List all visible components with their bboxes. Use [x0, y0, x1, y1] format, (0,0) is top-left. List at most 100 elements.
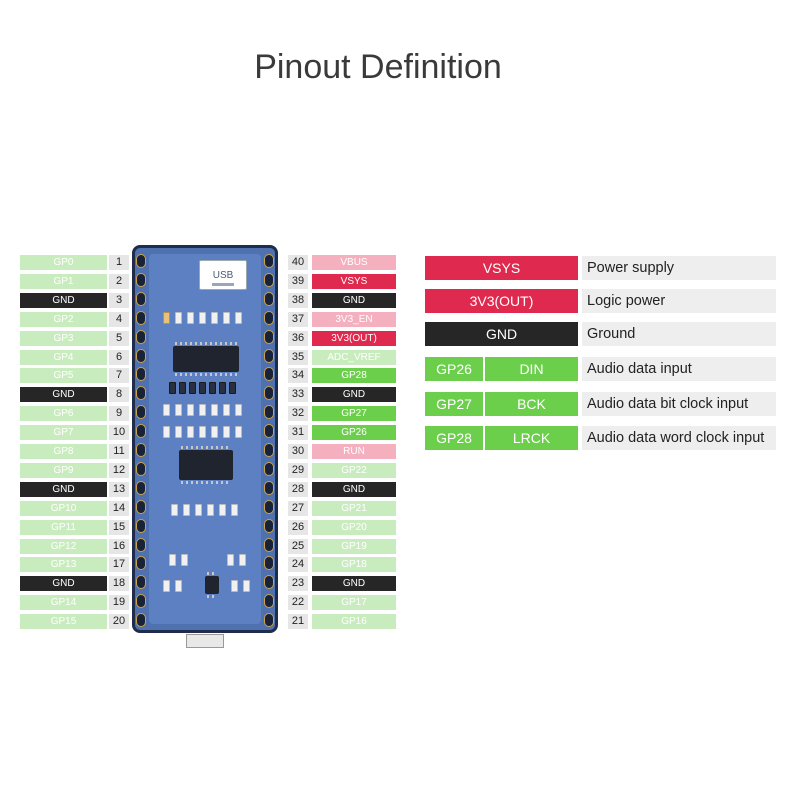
- pin-label-gp19: GP19: [312, 538, 396, 554]
- pin-label-gp18: GP18: [312, 557, 396, 573]
- header-hole: [136, 405, 146, 420]
- header-hole: [136, 386, 146, 401]
- header-hole: [136, 329, 146, 344]
- legend-gpio: GP28: [425, 426, 483, 450]
- audio-jack: [186, 634, 224, 648]
- legend-signal-name: DIN: [485, 357, 578, 381]
- pin-label-gp8: GP8: [20, 444, 107, 459]
- pin-number: 35: [288, 349, 308, 365]
- pin-label-gnd: GND: [312, 387, 396, 403]
- header-hole: [136, 613, 146, 628]
- pin-number: 20: [109, 614, 129, 630]
- header-hole: [264, 575, 274, 590]
- header-hole: [264, 499, 274, 514]
- pin-label-gp16: GP16: [312, 614, 396, 630]
- header-hole: [136, 480, 146, 495]
- smd-component: [175, 580, 182, 592]
- pin-label-run: RUN: [312, 444, 396, 459]
- legend-description: Power supply: [582, 256, 776, 280]
- smd-component: [189, 382, 196, 394]
- smd-component: [199, 312, 206, 324]
- smd-component: [235, 426, 242, 438]
- pin-number: 31: [288, 425, 308, 441]
- pin-number: 16: [109, 538, 129, 554]
- pin-number: 33: [288, 387, 308, 403]
- pin-label-gp10: GP10: [20, 500, 107, 516]
- pin-number: 1: [109, 255, 129, 270]
- header-hole: [136, 291, 146, 306]
- legend-signal-name: 3V3(OUT): [425, 289, 578, 313]
- pin-number: 38: [288, 292, 308, 308]
- pin-number: 3: [109, 292, 129, 308]
- pin-label-gp3: GP3: [20, 330, 107, 346]
- smd-component: [179, 382, 186, 394]
- pin-label-gp1: GP1: [20, 273, 107, 289]
- pin-number: 2: [109, 273, 129, 289]
- pin-number: 15: [109, 519, 129, 535]
- legend-description: Audio data word clock input: [582, 426, 776, 450]
- page-title: Pinout Definition: [254, 48, 502, 86]
- pin-label-gnd: GND: [20, 576, 107, 592]
- pin-label-gnd: GND: [20, 481, 107, 497]
- header-hole: [136, 575, 146, 590]
- smd-component: [199, 382, 206, 394]
- pin-number: 18: [109, 576, 129, 592]
- pin-label-gp20: GP20: [312, 519, 396, 535]
- pin-number: 40: [288, 255, 308, 270]
- legend-gpio: GP26: [425, 357, 483, 381]
- smd-component: [211, 404, 218, 416]
- smd-component: [195, 504, 202, 516]
- smd-component: [199, 404, 206, 416]
- header-hole: [136, 310, 146, 325]
- pin-number: 21: [288, 614, 308, 630]
- header-hole: [136, 348, 146, 363]
- legend-description: Audio data input: [582, 357, 776, 381]
- pin-label-gp11: GP11: [20, 519, 107, 535]
- smd-component: [211, 312, 218, 324]
- header-hole: [264, 272, 274, 287]
- board-pcb: USB: [149, 254, 261, 624]
- header-hole: [264, 329, 274, 344]
- pin-label-gp15: GP15: [20, 614, 107, 630]
- header-hole: [264, 424, 274, 439]
- pin-label-gp9: GP9: [20, 462, 107, 478]
- smd-component: [175, 404, 182, 416]
- header-hole: [264, 480, 274, 495]
- pin-label-gp14: GP14: [20, 595, 107, 611]
- smd-component: [187, 312, 194, 324]
- smd-component: [219, 504, 226, 516]
- legend-signal-name: BCK: [485, 392, 578, 416]
- header-hole: [264, 386, 274, 401]
- pin-number: 26: [288, 519, 308, 535]
- pin-number: 14: [109, 500, 129, 516]
- header-hole: [136, 518, 146, 533]
- pin-number: 8: [109, 387, 129, 403]
- pin-number: 7: [109, 368, 129, 384]
- pin-label-gp21: GP21: [312, 500, 396, 516]
- pin-label-gp4: GP4: [20, 349, 107, 365]
- smd-component: [223, 404, 230, 416]
- smd-component: [235, 312, 242, 324]
- header-hole: [264, 556, 274, 571]
- header-hole: [264, 348, 274, 363]
- pin-label-gp6: GP6: [20, 406, 107, 422]
- smd-component: [235, 404, 242, 416]
- smd-component: [211, 426, 218, 438]
- chip-small: [205, 572, 219, 598]
- header-hole: [136, 367, 146, 382]
- smd-component: [163, 580, 170, 592]
- smd-component: [207, 504, 214, 516]
- header-hole: [136, 272, 146, 287]
- pin-number: 34: [288, 368, 308, 384]
- smd-component: [231, 504, 238, 516]
- pin-label-gp28: GP28: [312, 368, 396, 384]
- pin-number: 30: [288, 444, 308, 459]
- pin-label-gp2: GP2: [20, 311, 107, 327]
- header-hole: [136, 537, 146, 552]
- smd-component: [171, 504, 178, 516]
- pin-label-gp26: GP26: [312, 425, 396, 441]
- legend-description: Ground: [582, 322, 776, 346]
- pin-number: 12: [109, 462, 129, 478]
- legend-signal-name: GND: [425, 322, 578, 346]
- pin-label-gp7: GP7: [20, 425, 107, 441]
